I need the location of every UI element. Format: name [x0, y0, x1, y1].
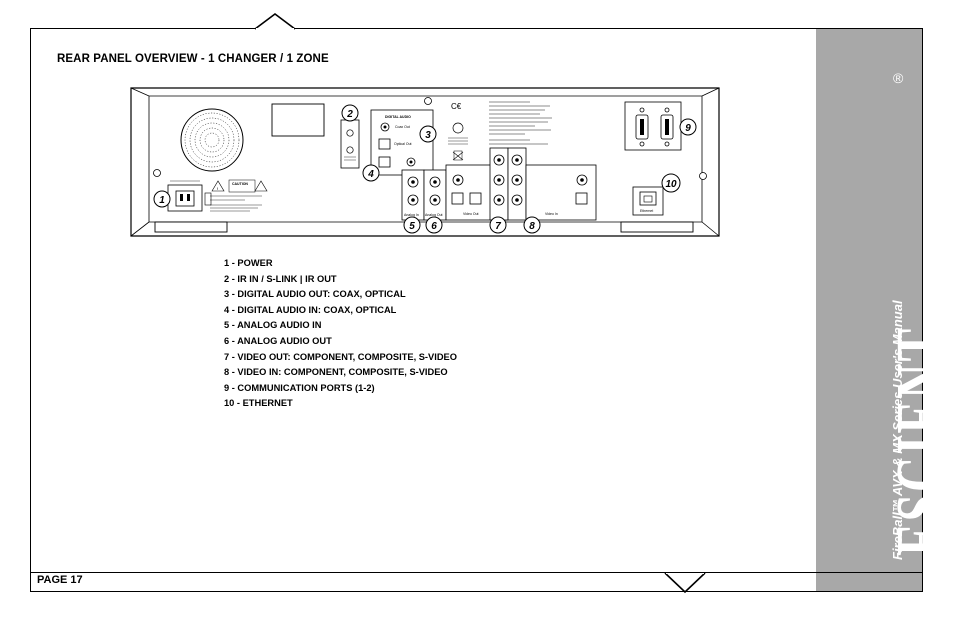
svg-text:1: 1: [159, 195, 165, 206]
legend-item: 3 - DIGITAL AUDIO OUT: COAX, OPTICAL: [224, 289, 406, 300]
legend-item: 8 - VIDEO IN: COMPONENT, COMPOSITE, S-VI…: [224, 367, 448, 378]
callout-10: 10: [661, 173, 681, 193]
screw-icon: [153, 169, 161, 177]
page-frame: [30, 28, 923, 592]
coax-out-label: Coax Out: [395, 125, 410, 129]
svg-text:4: 4: [367, 169, 374, 180]
screw-icon: [699, 172, 707, 180]
fan-grille-icon: [180, 108, 244, 172]
svg-text:2: 2: [346, 109, 353, 120]
svg-text:6: 6: [431, 221, 437, 232]
callout-2: 2: [341, 104, 359, 122]
svg-text:9: 9: [685, 123, 691, 134]
legend-item: 7 - VIDEO OUT: COMPONENT, COMPOSITE, S-V…: [224, 351, 457, 362]
caution-label: CAUTION: [232, 182, 248, 186]
callout-7: 7: [489, 216, 507, 234]
svg-text:!: !: [217, 187, 218, 191]
page-number: PAGE 17: [37, 574, 83, 586]
video-out-label: Video Out: [463, 212, 479, 216]
optical-out-label: Optical Out: [394, 142, 412, 146]
legend-item: 10 - ETHERNET: [224, 398, 293, 409]
registered-mark: ®: [893, 70, 904, 86]
screw-icon: [424, 97, 432, 105]
legend-item: 9 - COMMUNICATION PORTS (1-2): [224, 382, 375, 393]
svg-text:7: 7: [495, 221, 501, 232]
footer-divider: [30, 572, 923, 573]
svg-text:8: 8: [529, 221, 535, 232]
digital-audio-label: DIGITAL AUDIO: [385, 115, 411, 119]
svg-text:10: 10: [665, 179, 677, 190]
callout-4: 4: [362, 164, 380, 182]
legend-item: 6 - ANALOG AUDIO OUT: [224, 335, 332, 346]
legend-item: 4 - DIGITAL AUDIO IN: COAX, OPTICAL: [224, 304, 397, 315]
svg-text:C€: C€: [451, 102, 462, 111]
callout-8: 8: [523, 216, 541, 234]
legend-item: 1 - POWER: [224, 258, 273, 268]
callout-5: 5: [403, 216, 421, 234]
analog-in-label: Analog In: [404, 213, 419, 217]
svg-text:3: 3: [425, 130, 431, 141]
video-in-label: Video In: [545, 212, 558, 216]
connector-legend: 1 - POWER 2 - IR IN / S-LINK | IR OUT 3 …: [224, 256, 457, 412]
page-title: REAR PANEL OVERVIEW - 1 CHANGER / 1 ZONE: [57, 53, 329, 65]
analog-out-label: Analog Out: [425, 213, 443, 217]
ethernet-label: Ethernet: [640, 209, 653, 213]
brand-sidebar: [816, 29, 922, 591]
svg-text:5: 5: [409, 221, 415, 232]
callout-3: 3: [419, 125, 437, 143]
legend-item: 5 - ANALOG AUDIO IN: [224, 320, 322, 331]
legend-item: 2 - IR IN / S-LINK | IR OUT: [224, 273, 337, 284]
callout-9: 9: [679, 118, 697, 136]
callout-1: 1: [153, 190, 171, 208]
callout-6: 6: [425, 216, 443, 234]
